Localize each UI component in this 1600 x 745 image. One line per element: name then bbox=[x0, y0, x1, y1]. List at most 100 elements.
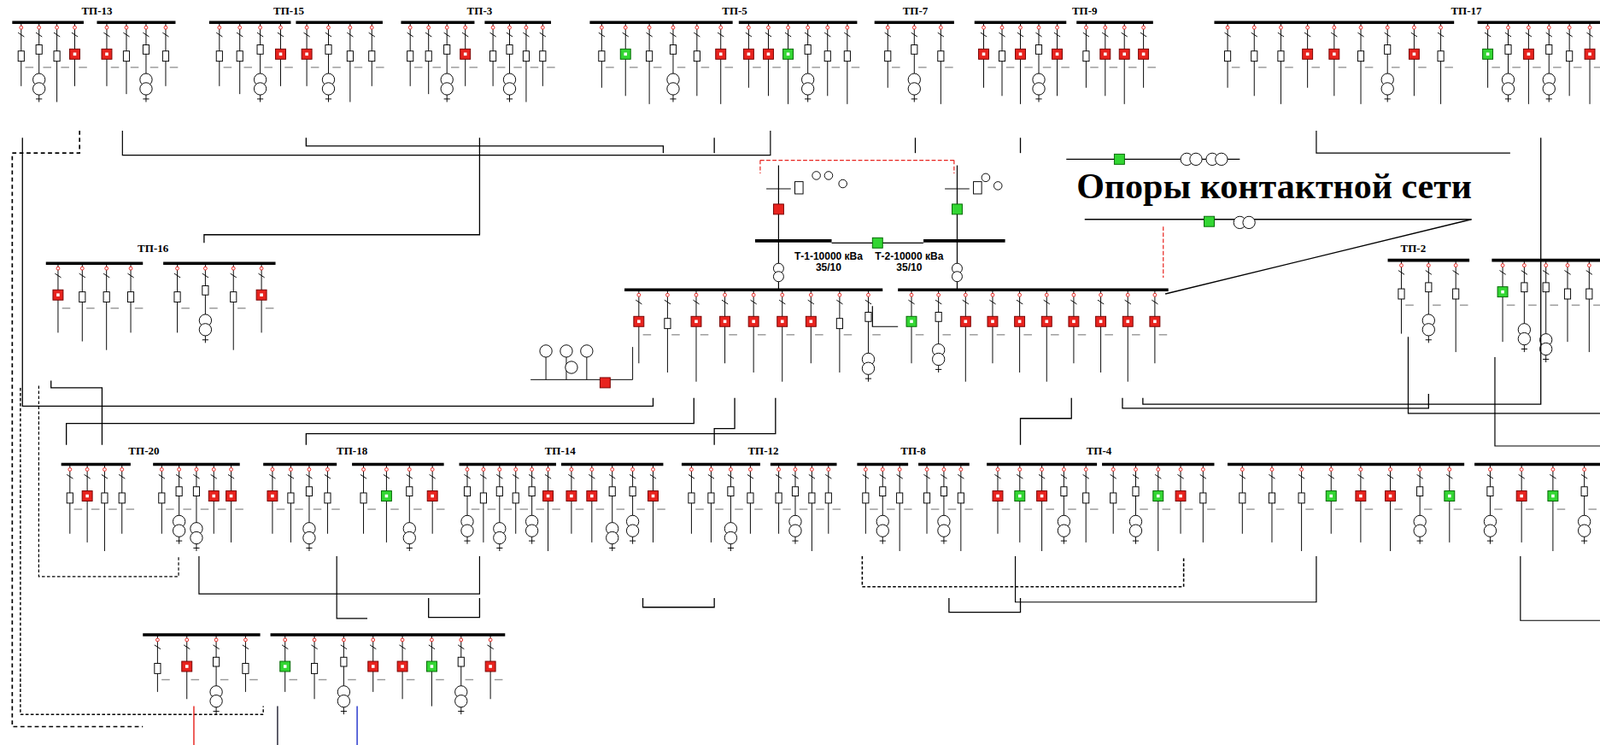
cable-mark bbox=[1207, 508, 1216, 510]
cable-mark bbox=[494, 679, 504, 680]
switch-blade bbox=[994, 474, 1001, 479]
disconnector-dot bbox=[327, 25, 331, 30]
cable-connector bbox=[714, 398, 735, 446]
meter-symbol bbox=[993, 181, 1003, 191]
transformer-substation: ТП-2 bbox=[1383, 242, 1476, 394]
cable-mark bbox=[237, 307, 247, 309]
disconnector-dot bbox=[1418, 468, 1422, 472]
link-wire bbox=[861, 556, 1184, 587]
disconnector-dot bbox=[719, 25, 723, 30]
ground-mark bbox=[669, 98, 676, 100]
disconnector-dot bbox=[1084, 25, 1089, 30]
feeder-line bbox=[105, 263, 107, 351]
transformer-winding bbox=[801, 82, 814, 95]
switch-blade bbox=[506, 32, 513, 37]
disconnector-dot bbox=[408, 25, 412, 30]
cable-mark bbox=[134, 307, 144, 309]
breaker-symbol bbox=[743, 48, 754, 59]
breaker-symbol bbox=[1355, 491, 1366, 502]
disconnector-dot bbox=[786, 25, 791, 30]
cable-mark bbox=[715, 508, 724, 510]
breaker-symbol bbox=[380, 491, 392, 502]
transformer-winding bbox=[140, 82, 153, 95]
fuse-symbol bbox=[346, 51, 353, 62]
switch-blade bbox=[884, 32, 891, 37]
disconnector-dot bbox=[508, 25, 512, 30]
breaker-symbol bbox=[1041, 316, 1052, 327]
switch-blade bbox=[174, 273, 181, 278]
cable-mark bbox=[331, 508, 340, 510]
transformer-winding bbox=[190, 531, 203, 544]
busbar bbox=[46, 261, 143, 265]
breaker-symbol bbox=[1037, 491, 1048, 502]
ground-mark bbox=[1505, 98, 1512, 100]
ground-mark bbox=[463, 540, 470, 542]
disconnector-dot bbox=[55, 25, 59, 30]
switch-blade bbox=[1177, 474, 1184, 479]
switch-blade bbox=[1542, 270, 1549, 276]
disconnector-dot bbox=[1453, 263, 1458, 268]
disconnector-dot bbox=[1044, 293, 1049, 297]
ground-mark bbox=[911, 98, 918, 100]
fuse-symbol bbox=[310, 662, 317, 674]
breaker-symbol bbox=[777, 316, 788, 327]
cable-mark bbox=[217, 508, 227, 510]
ground-mark bbox=[325, 98, 332, 100]
disconnector-dot bbox=[1447, 468, 1452, 472]
ground-mark bbox=[305, 547, 312, 549]
fuse-symbol bbox=[804, 45, 811, 55]
switch-blade bbox=[692, 299, 699, 305]
cable-mark bbox=[1023, 334, 1032, 335]
transformer-winding bbox=[455, 694, 468, 707]
fuse-symbol bbox=[457, 656, 464, 667]
switch-blade bbox=[54, 273, 61, 278]
disconnector-dot bbox=[244, 638, 248, 642]
ground-mark bbox=[1417, 540, 1424, 542]
ground-mark bbox=[496, 547, 503, 549]
breaker-mark bbox=[909, 319, 914, 323]
transformer-winding bbox=[789, 524, 802, 537]
switch-blade bbox=[257, 32, 264, 37]
disconnector-dot bbox=[430, 468, 434, 472]
fuse-symbol bbox=[1586, 288, 1593, 299]
cable-mark bbox=[42, 66, 52, 68]
fuse-symbol bbox=[795, 181, 804, 194]
switch-blade bbox=[1487, 474, 1494, 479]
cable-mark bbox=[791, 66, 801, 68]
cable-mark bbox=[468, 66, 478, 68]
switch-blade bbox=[1017, 32, 1024, 37]
disconnector-dot bbox=[120, 468, 124, 472]
breaker-symbol bbox=[485, 661, 496, 672]
switch-blade bbox=[522, 32, 529, 37]
disconnector-dot bbox=[1279, 25, 1284, 30]
breaker-symbol bbox=[368, 661, 379, 672]
breaker-symbol bbox=[1523, 48, 1534, 59]
disconnector-dot bbox=[826, 468, 831, 472]
cable-mark bbox=[191, 679, 200, 680]
switch-blade bbox=[310, 644, 317, 650]
ground-mark bbox=[879, 540, 886, 542]
fuse-symbol bbox=[1298, 492, 1305, 504]
busbar bbox=[163, 261, 276, 265]
fuse-symbol bbox=[1487, 486, 1494, 497]
fuse-symbol bbox=[1357, 51, 1364, 62]
disconnector-dot bbox=[780, 293, 785, 297]
disconnector-dot bbox=[1567, 25, 1571, 30]
substation-title: ТП-17 bbox=[1448, 5, 1483, 18]
breaker-mark bbox=[385, 494, 389, 499]
fuse-symbol bbox=[1239, 492, 1246, 504]
breaker-symbol bbox=[1302, 48, 1313, 59]
disconnector-dot bbox=[307, 468, 311, 472]
cable-mark bbox=[653, 66, 663, 68]
disconnector-dot bbox=[369, 25, 374, 30]
switch-blade bbox=[843, 32, 850, 37]
breaker-symbol bbox=[1122, 316, 1133, 327]
fuse-symbol bbox=[142, 45, 149, 55]
breaker-symbol bbox=[1385, 491, 1396, 502]
cable-mark bbox=[413, 508, 422, 510]
cable-mark bbox=[313, 508, 323, 510]
breaker-symbol bbox=[1068, 316, 1079, 327]
disconnector-dot bbox=[885, 25, 890, 30]
feeder-line bbox=[233, 263, 235, 351]
disconnector-dot bbox=[1488, 468, 1493, 472]
